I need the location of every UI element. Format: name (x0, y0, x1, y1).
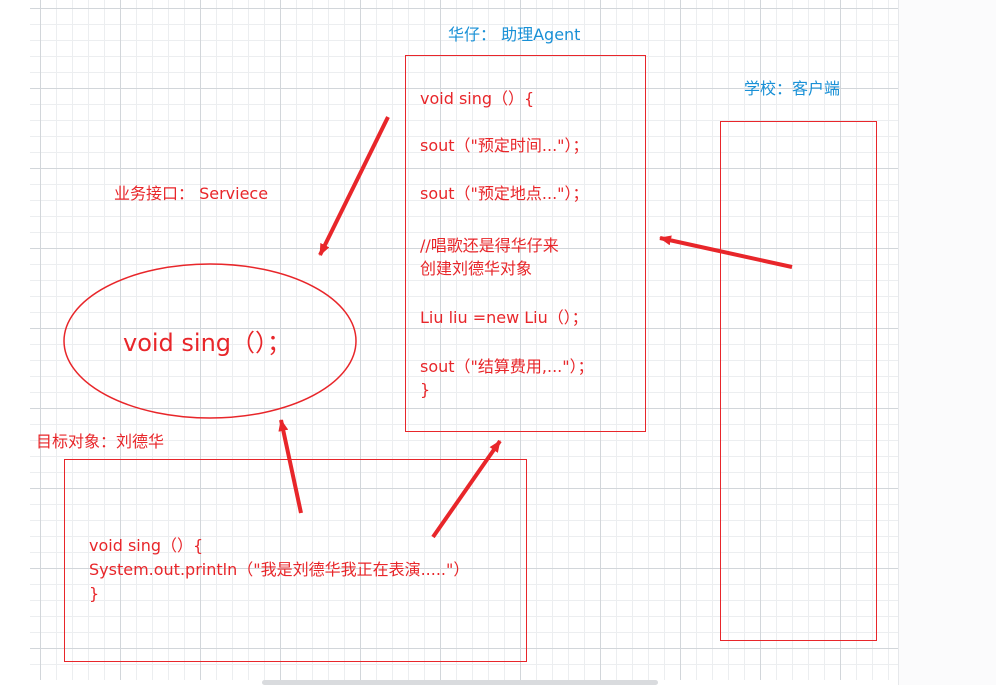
right-gutter (898, 0, 996, 685)
agent-box[interactable] (405, 55, 646, 432)
interface-method: void sing（）； (123, 329, 292, 357)
client-title: 学校：客户端 (744, 79, 841, 98)
agent-code-line-4: //唱歌还是得华仔来 (420, 236, 559, 255)
agent-code-line-2: sout（"预定时间..."）； (420, 136, 589, 155)
target-code-line-2: System.out.println（"我是刘德华我正在表演....."） (89, 560, 470, 579)
interface-title: 业务接口： Serviece (114, 184, 269, 203)
agent-code-line-7: sout（"结算费用,..."）； (420, 357, 594, 376)
target-code-line-1: void sing（）{ (89, 536, 204, 555)
target-code-line-3: } (89, 584, 100, 603)
target-title: 目标对象：刘德华 (36, 432, 165, 451)
diagram-canvas (30, 0, 898, 680)
agent-code-line-1: void sing（）{ (420, 89, 535, 108)
horizontal-scrollbar[interactable] (262, 680, 658, 685)
agent-code-line-8: } (420, 380, 431, 399)
agent-title: 华仔： 助理Agent (448, 25, 581, 44)
agent-code-line-5: 创建刘德华对象 (420, 259, 533, 278)
agent-code-line-6: Liu liu =new Liu（）； (420, 308, 588, 327)
client-box[interactable] (720, 121, 877, 641)
agent-code-line-3: sout（"预定地点..."）； (420, 184, 589, 203)
